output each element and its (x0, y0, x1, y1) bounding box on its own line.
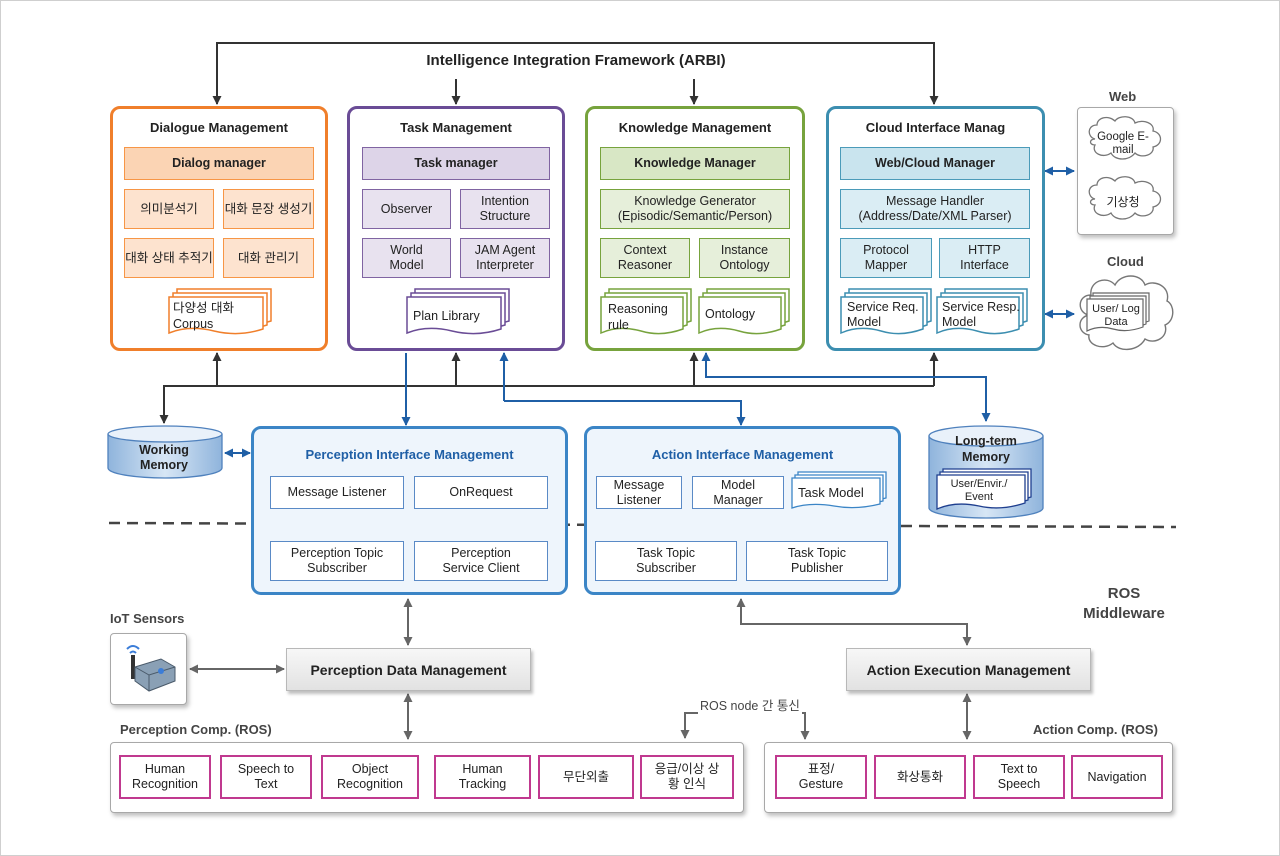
perception-comp-container (110, 742, 744, 813)
panel-title: Action Interface Management (651, 446, 834, 462)
longterm-memory-label: Long-term Memory (955, 433, 1017, 464)
component-box: 무단외출 (538, 755, 634, 799)
panel-title: Task Management (400, 119, 512, 135)
sensor-device-icon (126, 645, 176, 692)
module-box: 대화 상태 추적기 (124, 238, 214, 278)
document-icon (698, 288, 790, 335)
module-box: Message Listener (270, 476, 404, 509)
dialog-manager-box: Dialog manager (124, 147, 314, 180)
module-box: 의미분석기 (124, 189, 214, 229)
action-comp-label: Action Comp. (ROS) (1033, 722, 1158, 737)
message-handler-box: Message Handler (Address/Date/XML Parser… (840, 189, 1030, 229)
module-box: 대화 문장 생성기 (223, 189, 314, 229)
web-cloud-manager-box: Web/Cloud Manager (840, 147, 1030, 180)
framework-title: Intelligence Integration Framework (ARBI… (426, 51, 726, 69)
box-line: (Episodic/Semantic/Person) (617, 209, 773, 223)
module-box: Perception Service Client (414, 541, 548, 581)
component-box: 표정/ Gesture (775, 755, 867, 799)
component-box: Human Recognition (119, 755, 211, 799)
module-box: Context Reasoner (600, 238, 690, 278)
module-box: World Model (362, 238, 451, 278)
module-box: HTTP Interface (939, 238, 1030, 278)
module-box: OnRequest (414, 476, 548, 509)
iot-sensors-label: IoT Sensors (110, 611, 185, 626)
document-icon (840, 288, 932, 335)
doc-line: Corpus (173, 316, 214, 331)
document-icon (936, 288, 1028, 335)
box-line: Knowledge Generator (634, 194, 756, 208)
module-box: Intention Structure (460, 189, 550, 229)
action-execution-management-box: Action Execution Management (846, 648, 1091, 691)
document-icon (1086, 292, 1150, 332)
module-box: Protocol Mapper (840, 238, 932, 278)
perception-comp-label: Perception Comp. (ROS) (120, 722, 272, 737)
box-line: (Address/Date/XML Parser) (858, 209, 1012, 223)
component-box: 화상통화 (874, 755, 966, 799)
service-resp-label: Service Resp. Model (942, 300, 1020, 329)
task-model-label: Task Model (798, 485, 864, 500)
document-icon (600, 288, 692, 335)
document-icon (406, 288, 510, 335)
google-email-label: Google E-mail (1097, 130, 1149, 156)
cloud-icons (1088, 116, 1162, 220)
panel-title: Knowledge Management (618, 119, 772, 135)
database-icon (107, 425, 223, 479)
module-box: Observer (362, 189, 451, 229)
web-label: Web (1109, 89, 1137, 104)
weather-label: 기상청 (1106, 194, 1140, 209)
document-icon (791, 471, 887, 509)
component-box: Human Tracking (434, 755, 531, 799)
panel-title: Dialogue Management (150, 119, 288, 135)
module-box: Model Manager (692, 476, 784, 509)
knowledge-manager-box: Knowledge Manager (600, 147, 790, 180)
component-box: Speech to Text (220, 755, 312, 799)
module-box: Task Topic Subscriber (595, 541, 737, 581)
module-box: 대화 관리기 (223, 238, 314, 278)
component-box: Navigation (1071, 755, 1163, 799)
module-box: Instance Ontology (699, 238, 790, 278)
module-box: JAM Agent Interpreter (460, 238, 550, 278)
document-icon (168, 288, 272, 335)
user-log-label: User/ Log Data (1092, 303, 1140, 328)
module-box: Perception Topic Subscriber (270, 541, 404, 581)
knowledge-generator-box: Knowledge Generator (Episodic/Semantic/P… (600, 189, 790, 229)
working-memory-label: Working Memory (139, 443, 189, 472)
ros-line: ROS (1107, 584, 1141, 602)
user-envir-event-label: User/Envir./ Event (950, 477, 1008, 503)
ontology-label: Ontology (705, 307, 756, 321)
ros-middleware-label: ROS Middleware (1069, 583, 1179, 625)
module-box: Task Topic Publisher (746, 541, 888, 581)
ros-node-comm-label: ROS node 간 통신 (698, 695, 802, 714)
panel-title: Perception Interface Management (305, 446, 514, 462)
component-box: Text to Speech (973, 755, 1065, 799)
corpus-label: 다양성 대화 Corpus (173, 301, 263, 332)
panel-title: Cloud Interface Manag (865, 119, 1006, 135)
ros-line: Middleware (1083, 605, 1165, 622)
task-manager-box: Task manager (362, 147, 550, 180)
reasoning-rule-label: Reasoning rule (608, 302, 668, 333)
plan-library-label: Plan Library (413, 309, 480, 323)
service-req-label: Service Req. Model (847, 300, 919, 329)
perception-data-management-box: Perception Data Management (286, 648, 531, 691)
cloud-label: Cloud (1107, 254, 1144, 269)
doc-line: 다양성 대화 (173, 301, 234, 315)
document-icon (936, 468, 1032, 510)
box-line: Message Handler (886, 194, 984, 208)
module-box: Message Listener (596, 476, 682, 509)
component-box: Object Recognition (321, 755, 419, 799)
component-box: 응급/이상 상황 인식 (640, 755, 734, 799)
